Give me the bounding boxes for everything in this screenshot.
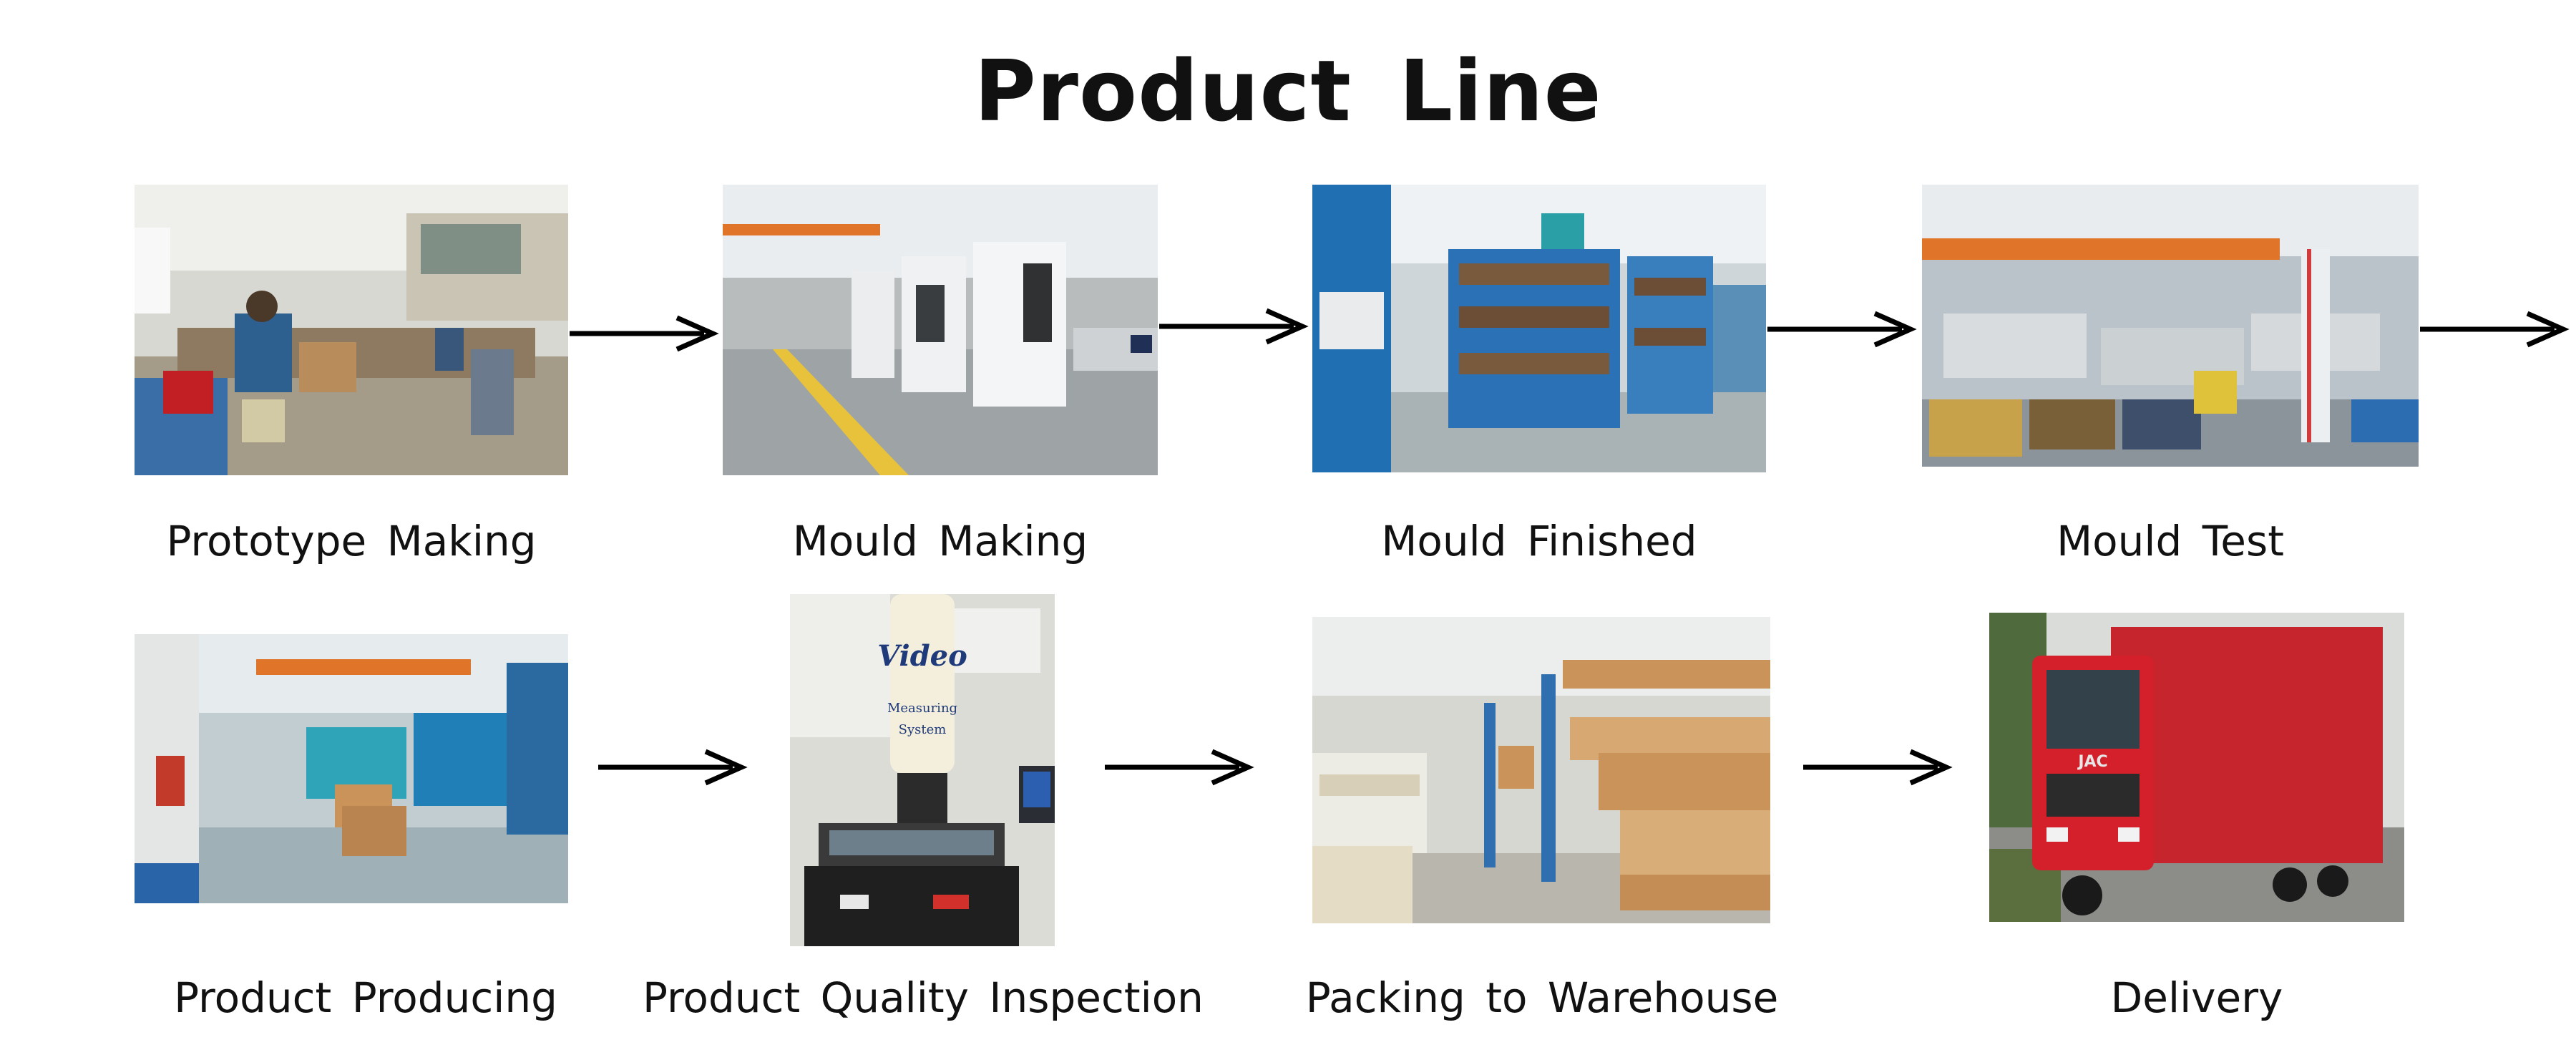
mould-finished-photo [1312, 185, 1766, 472]
arrow-right-icon [598, 749, 748, 786]
machine-label-text: System [899, 722, 947, 737]
truck-badge-text: JAC [2077, 753, 2107, 771]
step-label: Mould Making [792, 517, 1088, 565]
arrow-right-icon [2420, 311, 2570, 348]
arrow-right-icon [570, 315, 719, 352]
quality-inspection-photo: Video Measuring System [790, 594, 1055, 946]
mould-test-photo [1922, 185, 2419, 467]
arrow-right-icon [1803, 749, 1953, 786]
step-label: Product Producing [174, 973, 557, 1022]
step-label: Delivery [2110, 973, 2283, 1022]
packing-warehouse-photo [1312, 617, 1770, 923]
prototype-making-photo [135, 185, 568, 475]
product-producing-photo [135, 634, 568, 903]
delivery-truck-photo: JAC [1989, 613, 2404, 922]
arrow-right-icon [1767, 311, 1917, 348]
mould-making-photo [723, 185, 1158, 475]
page-title: Product Line [974, 42, 1602, 140]
step-label: Mould Test [2057, 517, 2284, 565]
arrow-right-icon [1105, 749, 1254, 786]
step-label: Prototype Making [166, 517, 537, 565]
machine-label-text: Measuring [887, 701, 957, 716]
machine-brand-text: Video [877, 639, 967, 673]
step-label: Packing to Warehouse [1305, 973, 1779, 1022]
step-label: Product Quality Inspection [643, 973, 1204, 1022]
arrow-right-icon [1159, 308, 1309, 345]
step-label: Mould Finished [1381, 517, 1697, 565]
